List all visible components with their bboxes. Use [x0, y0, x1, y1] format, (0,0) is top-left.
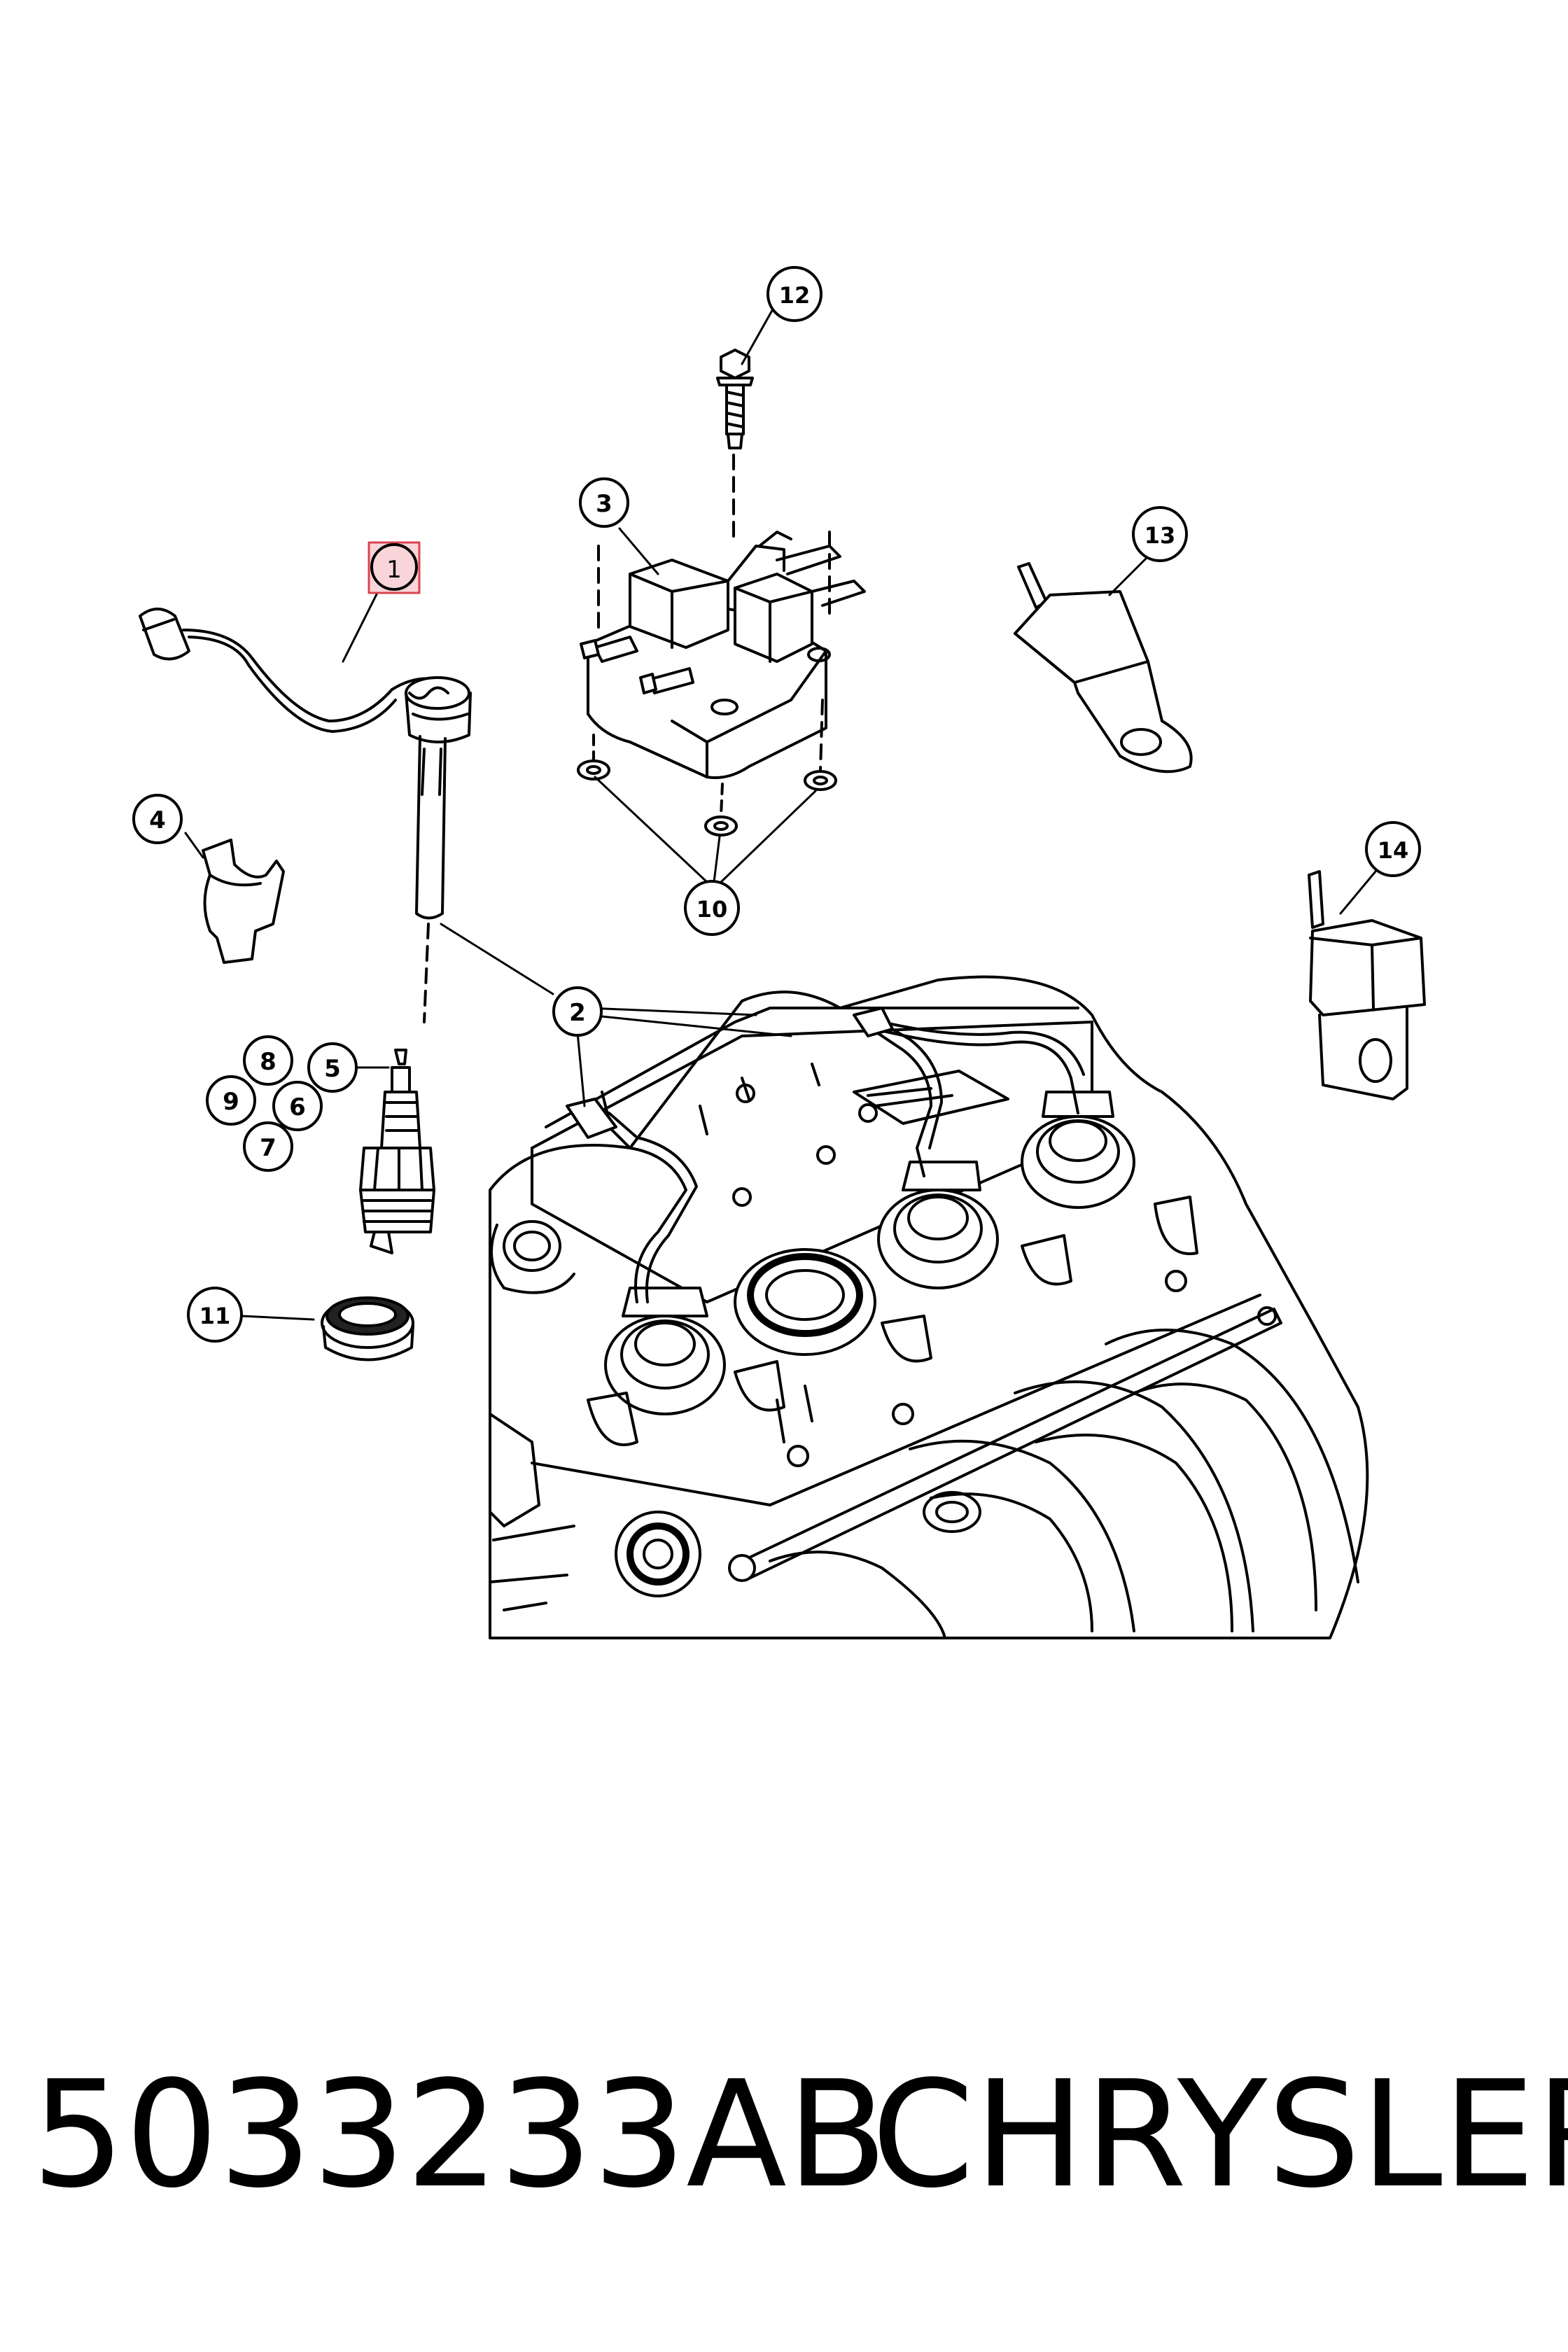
callout-4: 4	[132, 794, 183, 844]
ignition-coil	[580, 454, 866, 817]
callout-9: 9	[206, 1075, 256, 1126]
engine-assembly	[489, 975, 1369, 1639]
callout-3: 3	[579, 477, 629, 528]
spark-plug-wire	[139, 608, 472, 1023]
svg-text:7: 7	[260, 1134, 276, 1162]
coil-tower-middle	[877, 1161, 999, 1289]
coil-wires	[566, 1007, 1085, 1303]
tube-seal	[321, 1296, 414, 1362]
callout-12: 12	[766, 266, 822, 322]
callout-8: 8	[243, 1035, 293, 1086]
part-caption: 5033233AB CHRYSLER	[0, 2044, 1568, 2226]
svg-text:5: 5	[324, 1055, 341, 1083]
callout-2: 2	[552, 986, 603, 1037]
svg-text:12: 12	[779, 282, 811, 309]
svg-text:8: 8	[260, 1048, 276, 1076]
part-number: 5033233AB	[31, 2049, 888, 2220]
callout-6: 6	[272, 1081, 323, 1131]
oil-filler-cap	[734, 1248, 876, 1356]
callout-5: 5	[307, 1042, 358, 1093]
ignition-parts-diagram: 1 2 3 4 5 6 7 8	[132, 266, 1426, 1639]
svg-text:10: 10	[696, 896, 728, 923]
callout-1: 1	[368, 541, 421, 594]
svg-text:11: 11	[200, 1303, 231, 1329]
relay-14	[1308, 870, 1426, 1100]
coil-tower-front	[604, 1287, 726, 1415]
coil-tower-rear	[1021, 1091, 1135, 1209]
svg-text:4: 4	[149, 806, 166, 834]
callout-11: 11	[187, 1287, 243, 1343]
callouts: 1 2 3 4 5 6 7 8	[132, 266, 1421, 1343]
callout-10: 10	[684, 880, 740, 936]
coil-washers	[577, 760, 837, 836]
coil-bolt	[716, 349, 754, 449]
relay-13	[1014, 562, 1193, 774]
svg-text:14: 14	[1378, 837, 1409, 864]
brand-name: CHRYSLER	[872, 2049, 1568, 2220]
leader-lines	[184, 307, 1377, 1321]
svg-text:9: 9	[223, 1088, 239, 1116]
svg-text:3: 3	[596, 490, 612, 518]
callout-7: 7	[243, 1121, 293, 1172]
spark-plug	[359, 1049, 435, 1254]
svg-text:2: 2	[569, 999, 586, 1027]
callout-14: 14	[1365, 821, 1421, 877]
wire-clip	[202, 839, 285, 964]
svg-text:13: 13	[1144, 522, 1176, 549]
callout-13: 13	[1132, 506, 1188, 562]
svg-text:6: 6	[289, 1093, 306, 1121]
svg-text:1: 1	[386, 556, 402, 584]
